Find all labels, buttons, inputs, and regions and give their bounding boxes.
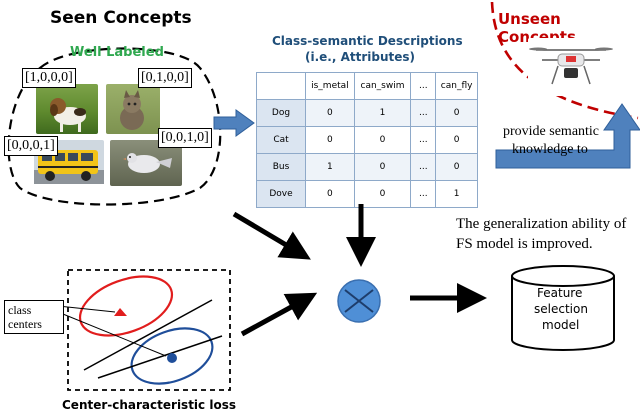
- drone-photo: [528, 38, 614, 96]
- class-centers-label: class centers: [4, 300, 64, 334]
- seen-concepts-dashed-region: [7, 47, 222, 206]
- feature-selection-model-cylinder: [511, 265, 615, 351]
- descriptions-title-line1: Class-semantic Descriptions: [272, 34, 463, 48]
- dove-label-vector: [0,0,1,0]: [158, 128, 212, 148]
- row-label: Dove: [256, 180, 306, 208]
- table-cell: 0: [305, 99, 355, 127]
- table-row: Bus 1 0 ... 0: [256, 153, 478, 181]
- cat-photo: [106, 84, 160, 134]
- loss-diagram: [57, 269, 231, 391]
- descriptions-title-line2: (i.e., Attributes): [305, 50, 416, 64]
- model-label-line3: model: [542, 318, 580, 332]
- generalization-text-line1: The generalization ability of: [456, 216, 627, 232]
- table-cell: 1: [305, 153, 355, 181]
- well-labeled-label: Well Labeled: [70, 45, 164, 60]
- table-cell: 0: [353, 180, 412, 208]
- dog-label-vector: [1,0,0,0]: [22, 68, 76, 88]
- seen-to-table-arrow: [213, 109, 255, 137]
- seen-concepts-title: Seen Concepts: [50, 8, 192, 28]
- provide-text-line1: provide semantic: [503, 124, 600, 139]
- row-label: Dog: [256, 99, 306, 127]
- attribute-table: is_metal can_swim ... can_fly Dog 0 1 ..…: [256, 72, 478, 208]
- table-cell: ...: [410, 153, 437, 181]
- fusion-node-icon: [337, 279, 381, 323]
- table-cell: 0: [353, 153, 412, 181]
- table-cell: 1: [435, 180, 478, 208]
- class-centers-line1: class: [8, 303, 32, 317]
- table-cell: 0: [435, 153, 478, 181]
- model-label-line1: Feature: [537, 286, 583, 300]
- table-cell: ...: [410, 99, 437, 127]
- provide-knowledge-arrow: [495, 103, 640, 169]
- dog-photo: [36, 84, 98, 134]
- table-cell: 0: [305, 126, 355, 154]
- table-cell: 0: [435, 99, 478, 127]
- table-corner-cell: [256, 72, 306, 100]
- table-cell: 0: [435, 126, 478, 154]
- loss-caption: Center-characteristic loss: [62, 398, 236, 412]
- table-cell: 0: [305, 180, 355, 208]
- column-header: can_fly: [435, 72, 478, 100]
- table-row: Dog 0 1 ... 0: [256, 99, 478, 127]
- table-cell: ...: [410, 180, 437, 208]
- class-centers-line2: centers: [8, 317, 42, 331]
- unseen-dashed-boundary: [490, 1, 639, 120]
- table-row: Cat 0 0 ... 0: [256, 126, 478, 154]
- bus-label-vector: [0,0,0,1]: [4, 136, 58, 156]
- model-label-line2: selection: [534, 302, 588, 316]
- provide-text-line2: knowledge to: [512, 142, 588, 157]
- cat-label-vector: [0,1,0,0]: [138, 68, 192, 88]
- table-cell: 0: [353, 126, 412, 154]
- table-row: Dove 0 0 ... 1: [256, 180, 478, 208]
- column-header: ...: [410, 72, 437, 100]
- generalization-text-line2: FS model is improved.: [456, 236, 593, 252]
- column-header: can_swim: [353, 72, 412, 100]
